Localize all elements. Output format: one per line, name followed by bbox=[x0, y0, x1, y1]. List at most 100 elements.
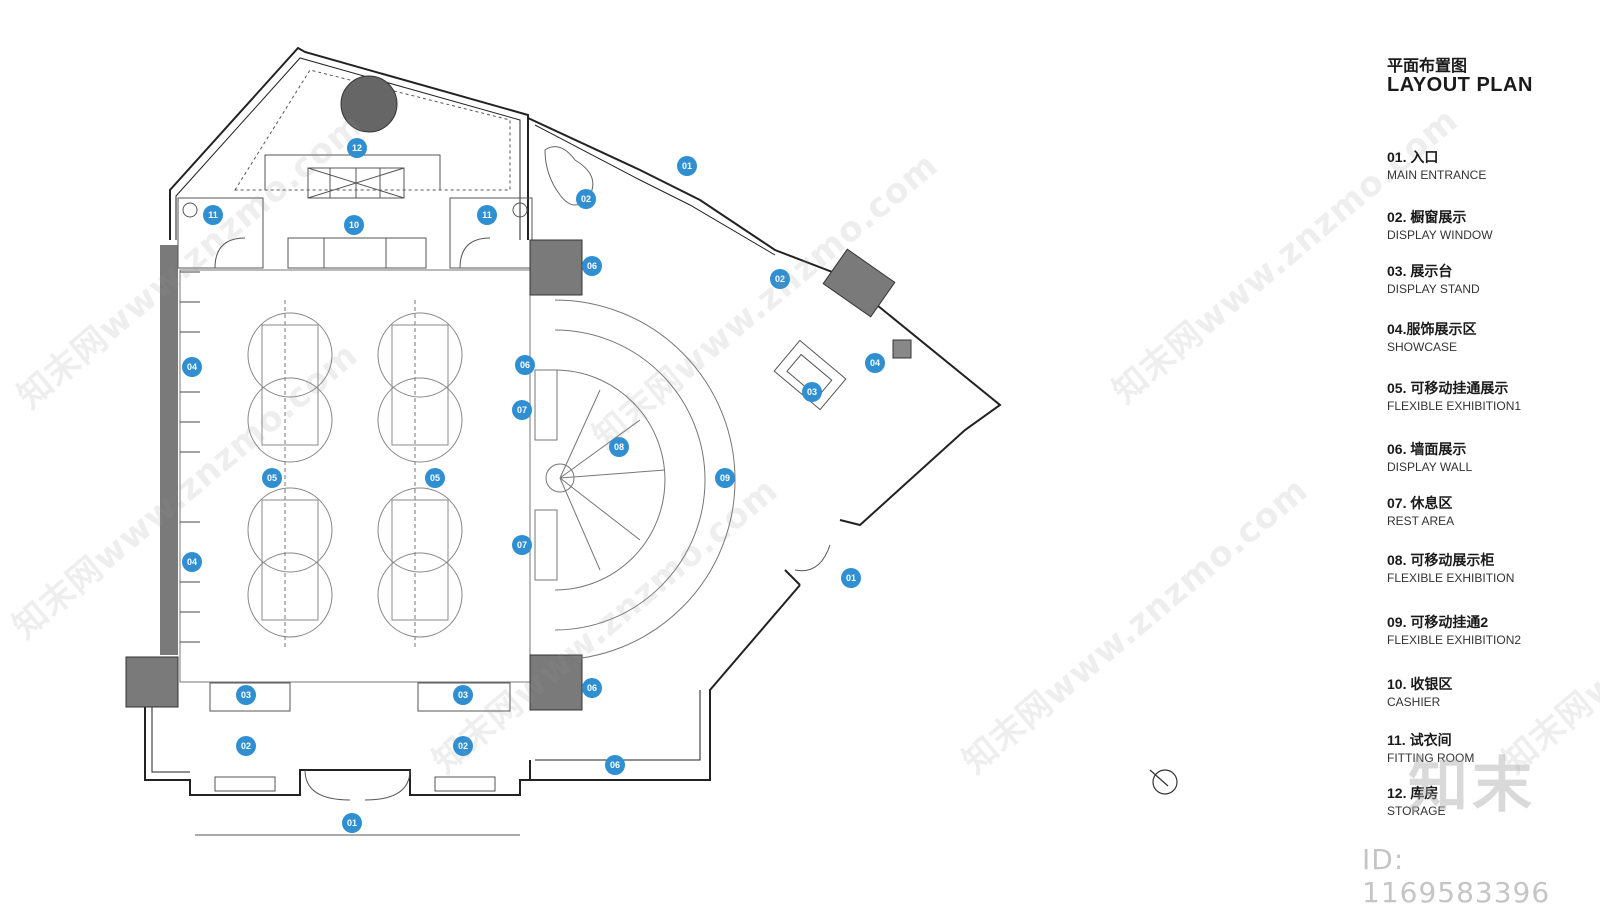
plan-tag-circle bbox=[512, 535, 532, 555]
plan-tag-04: 04 bbox=[182, 552, 202, 572]
legend-item-en: DISPLAY STAND bbox=[1387, 282, 1480, 296]
legend-item: 10. 收银区 CASHIER bbox=[1387, 675, 1452, 710]
stand-right bbox=[773, 339, 847, 411]
entrance-doors bbox=[195, 544, 831, 836]
plan-tag-09: 09 bbox=[715, 468, 735, 488]
plan-tag-circle bbox=[182, 357, 202, 377]
plan-tag-04: 04 bbox=[182, 357, 202, 377]
plan-tag-12: 12 bbox=[347, 138, 367, 158]
legend-item: 09. 可移动挂通2 FLEXIBLE EXHIBITION2 bbox=[1387, 613, 1521, 648]
plan-tag-label: 01 bbox=[682, 161, 692, 171]
plan-tag-label: 11 bbox=[482, 210, 492, 220]
legend-title-en: LAYOUT PLAN bbox=[1387, 74, 1533, 96]
display-stands bbox=[209, 682, 511, 792]
plan-tag-05: 05 bbox=[262, 468, 282, 488]
plan-tag-label: 11 bbox=[208, 210, 218, 220]
legend-item: 01. 入口 MAIN ENTRANCE bbox=[1387, 148, 1486, 183]
plan-tag-label: 04 bbox=[187, 557, 197, 567]
plan-tag-circle bbox=[425, 468, 445, 488]
plan-tag-circle bbox=[512, 400, 532, 420]
legend-item: 06. 墙面展示 DISPLAY WALL bbox=[1387, 440, 1472, 475]
plan-tag-06: 06 bbox=[582, 256, 602, 276]
legend-item-en: FLEXIBLE EXHIBITION bbox=[1387, 571, 1515, 585]
storage-column bbox=[340, 75, 398, 133]
plan-tag-circle bbox=[342, 813, 362, 833]
plan-tag-06: 06 bbox=[515, 355, 535, 375]
plan-tag-label: 03 bbox=[458, 690, 468, 700]
legend-item: 12. 库房 STORAGE bbox=[1387, 784, 1445, 819]
display-wall-bottom bbox=[529, 654, 583, 711]
legend-item-cn: 09. 可移动挂通2 bbox=[1387, 614, 1489, 630]
small-column bbox=[892, 339, 912, 359]
plan-tag-label: 04 bbox=[187, 362, 197, 372]
plan-tag-01: 01 bbox=[677, 156, 697, 176]
plan-tag-label: 02 bbox=[458, 741, 468, 751]
fitting-rooms bbox=[177, 197, 533, 269]
legend-item-cn: 01. 入口 bbox=[1387, 149, 1439, 165]
plan-tag-circle bbox=[770, 269, 790, 289]
legend-item-cn: 06. 墙面展示 bbox=[1387, 441, 1467, 457]
plan-tag-label: 12 bbox=[352, 143, 362, 153]
circular-display bbox=[534, 299, 736, 661]
plan-tag-label: 07 bbox=[517, 540, 527, 550]
legend-item: 07. 休息区 REST AREA bbox=[1387, 494, 1454, 529]
plan-tag-label: 10 bbox=[349, 220, 359, 230]
legend-item-cn: 12. 库房 bbox=[1387, 785, 1439, 801]
flexible-racks bbox=[247, 312, 463, 638]
legend-item-cn: 02. 橱窗展示 bbox=[1387, 209, 1467, 225]
plan-tag-02: 02 bbox=[453, 736, 473, 756]
legend-item: 02. 橱窗展示 DISPLAY WINDOW bbox=[1387, 208, 1493, 243]
legend-item-cn: 04.服饰展示区 bbox=[1387, 321, 1477, 337]
plan-tag-label: 05 bbox=[430, 473, 440, 483]
plan-tag-label: 06 bbox=[520, 360, 530, 370]
plan-tag-06: 06 bbox=[605, 755, 625, 775]
legend-item-en: FLEXIBLE EXHIBITION1 bbox=[1387, 399, 1522, 413]
legend-item-en: DISPLAY WINDOW bbox=[1387, 228, 1493, 242]
legend-item-en: DISPLAY WALL bbox=[1387, 460, 1473, 474]
legend-item-cn: 10. 收银区 bbox=[1387, 676, 1453, 692]
plan-tag-circle bbox=[344, 215, 364, 235]
plan-tag-label: 03 bbox=[807, 387, 817, 397]
plan-tag-label: 07 bbox=[517, 405, 527, 415]
plan-tag-03: 03 bbox=[453, 685, 473, 705]
plan-tag-circle bbox=[515, 355, 535, 375]
sales-floor bbox=[179, 269, 531, 683]
plan-tag-circle bbox=[802, 382, 822, 402]
display-wall-top bbox=[529, 239, 583, 296]
legend-item-en: SHOWCASE bbox=[1387, 340, 1458, 354]
plan-tag-circle bbox=[605, 755, 625, 775]
plan-tag-03: 03 bbox=[802, 382, 822, 402]
plan-tag-circle bbox=[453, 736, 473, 756]
plan-tag-circle bbox=[677, 156, 697, 176]
plan-tag-07: 07 bbox=[512, 535, 532, 555]
plan-tag-label: 06 bbox=[587, 683, 597, 693]
legend-item-en: FLEXIBLE EXHIBITION2 bbox=[1387, 633, 1522, 647]
plan-tag-11: 11 bbox=[203, 205, 223, 225]
legend-item: 03. 展示台 DISPLAY STAND bbox=[1387, 262, 1480, 297]
plan-tag-label: 03 bbox=[241, 690, 251, 700]
legend-item-en: FITTING ROOM bbox=[1387, 751, 1475, 765]
cashier-area bbox=[287, 167, 427, 269]
plan-tag-01: 01 bbox=[342, 813, 362, 833]
plan-tag-circle bbox=[182, 552, 202, 572]
plan-tag-circle bbox=[576, 189, 596, 209]
plan-tag-circle bbox=[715, 468, 735, 488]
plan-tag-02: 02 bbox=[236, 736, 256, 756]
plan-tag-05: 05 bbox=[425, 468, 445, 488]
plan-tag-02: 02 bbox=[576, 189, 596, 209]
plan-tag-11: 11 bbox=[477, 205, 497, 225]
plan-tag-label: 06 bbox=[610, 760, 620, 770]
plan-tag-circle bbox=[203, 205, 223, 225]
showcase-left bbox=[180, 271, 200, 643]
legend-item: 04.服饰展示区 SHOWCASE bbox=[1387, 320, 1476, 355]
legend-item-en: REST AREA bbox=[1387, 514, 1455, 528]
plan-tag-circle bbox=[477, 205, 497, 225]
plan-tag-circle bbox=[865, 353, 885, 373]
legend-item-en: STORAGE bbox=[1387, 804, 1446, 818]
plan-tag-01: 01 bbox=[841, 568, 861, 588]
legend-item-cn: 07. 休息区 bbox=[1387, 495, 1453, 511]
display-wall-right bbox=[822, 248, 896, 318]
plan-tag-label: 01 bbox=[846, 573, 856, 583]
